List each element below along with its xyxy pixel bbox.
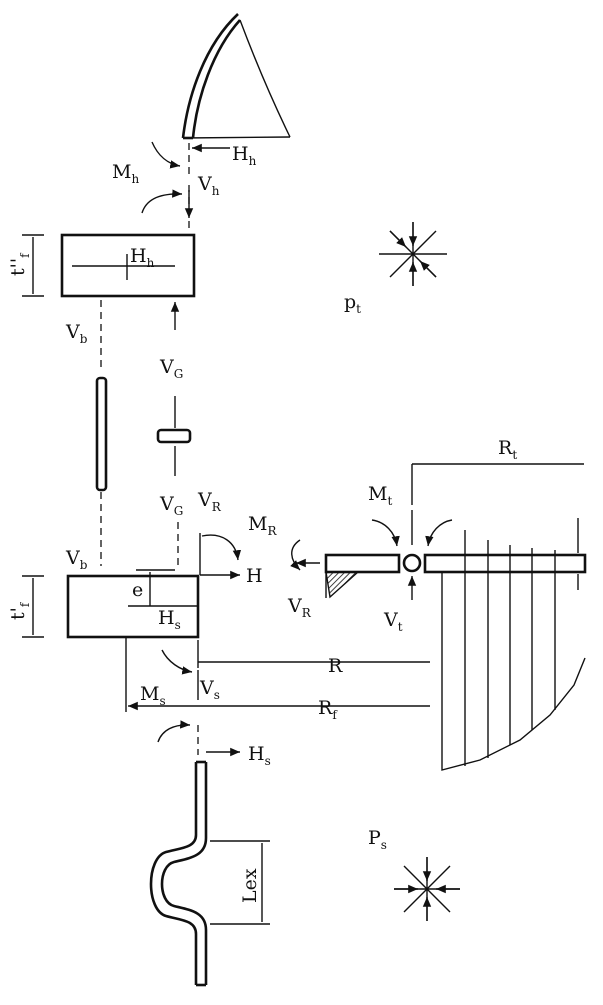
tf2-label: t''f xyxy=(7,252,32,276)
hh-box-label: Hh xyxy=(130,245,155,270)
ms-moment xyxy=(157,649,199,755)
vr-mid-label: VR xyxy=(197,489,222,514)
mh-moment-arrows xyxy=(141,141,194,228)
bottom-shell-knuckle xyxy=(149,760,208,987)
rf-label: Rf xyxy=(318,697,338,722)
pressure-star-ps xyxy=(394,857,460,921)
hs-box-label: Hs xyxy=(158,607,181,632)
gasket xyxy=(156,396,192,476)
e-label: e xyxy=(132,579,143,601)
roof-ring xyxy=(324,553,422,599)
lex-label: Lex xyxy=(239,868,261,903)
h-label: H xyxy=(246,565,263,587)
tf2-dimension xyxy=(22,234,44,297)
hh-top-force xyxy=(188,143,230,175)
r-rf-dimensions xyxy=(125,637,430,712)
mh-label: Mh xyxy=(112,161,139,186)
tf1-label: t'f xyxy=(7,601,32,620)
vg-lower-label: VG xyxy=(159,493,183,518)
rt-dimension xyxy=(411,463,584,505)
vh-label: Vh xyxy=(197,173,220,198)
lex-dimension xyxy=(210,840,270,925)
ms-label: Ms xyxy=(140,683,166,708)
top-curved-shell xyxy=(181,13,291,140)
bolt-rod xyxy=(95,376,108,492)
vb-upper-label: Vb xyxy=(65,321,88,346)
vg-upper-label: VG xyxy=(159,356,183,381)
mt-label: Mt xyxy=(368,483,392,508)
mr-label: MR xyxy=(248,513,277,538)
h-force xyxy=(199,533,242,580)
pressure-star-pt xyxy=(379,222,447,286)
roof-plate xyxy=(423,518,587,771)
r-label: R xyxy=(328,655,343,677)
upper-vertical-forces xyxy=(100,300,180,372)
upper-flange-box xyxy=(60,233,196,298)
hh-top-label: Hh xyxy=(232,143,257,168)
ps-label: Ps xyxy=(368,827,387,852)
vs-label: Vs xyxy=(199,677,220,702)
vr-left-label: VR xyxy=(287,595,312,620)
tf1-dimension xyxy=(22,575,44,638)
mt-moments xyxy=(371,510,453,600)
pt-label: pt xyxy=(344,291,361,316)
vb-lower-label: Vb xyxy=(65,547,88,572)
vt-label: Vt xyxy=(383,609,403,634)
mr-moment xyxy=(290,539,320,571)
rt-label: Rt xyxy=(498,437,517,462)
lower-flange-box xyxy=(66,569,200,639)
hs-bottom-label: Hs xyxy=(248,743,271,768)
